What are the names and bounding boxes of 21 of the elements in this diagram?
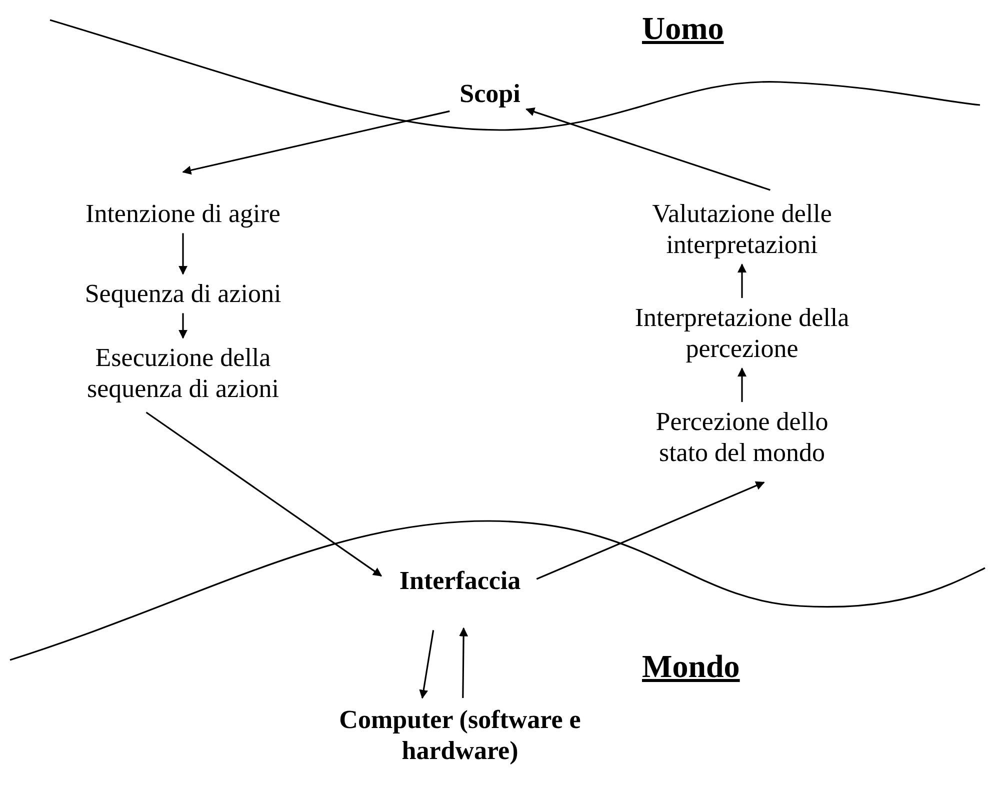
step-text: Intenzione di agire bbox=[86, 198, 280, 230]
heading: Uomo bbox=[642, 10, 724, 47]
arrow bbox=[738, 263, 746, 298]
arrow bbox=[738, 367, 746, 402]
step-text: Interfaccia bbox=[399, 565, 521, 596]
step-text: Sequenza di azioni bbox=[84, 278, 282, 310]
arrow bbox=[146, 412, 382, 577]
arrow bbox=[459, 627, 468, 698]
arrow bbox=[536, 481, 765, 580]
arrow bbox=[178, 233, 188, 275]
arrow bbox=[178, 313, 188, 339]
step-text: Scopi bbox=[460, 78, 520, 110]
step-text: Percezione dello stato del mondo bbox=[632, 406, 852, 468]
step-text: Valutazione delle interpretazioni bbox=[624, 198, 860, 260]
step-text: Interpretazione della percezione bbox=[632, 302, 852, 364]
step-text: Computer (software e hardware) bbox=[315, 704, 605, 766]
heading: Mondo bbox=[642, 648, 740, 685]
step-text: Esecuzione della sequenza di azioni bbox=[60, 342, 306, 404]
arrow bbox=[526, 107, 770, 191]
arrow bbox=[182, 110, 450, 175]
arrow bbox=[419, 630, 434, 699]
